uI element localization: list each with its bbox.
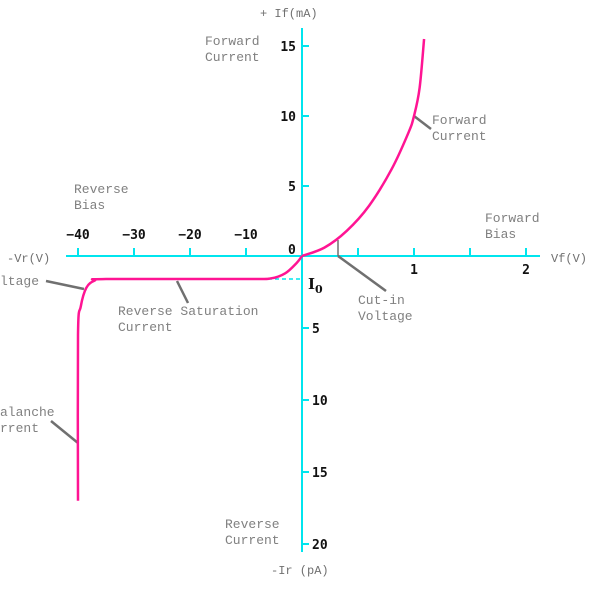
x-positive-label: Vf(V) [551, 252, 587, 266]
y-negative-label: -Ir (pA) [271, 564, 329, 578]
x-tick-label: −40 [66, 228, 90, 243]
reverse-curve [76, 255, 304, 501]
x-tick-label: −30 [122, 228, 146, 243]
breakdown-voltage-label: ltage [0, 274, 39, 289]
x-negative-label: -Vr(V) [7, 252, 50, 266]
i0-label: I0 [308, 275, 323, 296]
cutin-leader [337, 254, 387, 293]
y-tick-label: 10 [312, 394, 328, 409]
y-tick-label: 20 [312, 538, 328, 553]
y-tick-label: 15 [312, 466, 328, 481]
y-tick-label: 15 [280, 40, 296, 55]
x-tick-label: −10 [234, 228, 258, 243]
x-tick-label: 2 [522, 263, 530, 278]
saturation-leader [175, 280, 190, 304]
axes [66, 28, 540, 552]
origin-label: 0 [288, 243, 296, 258]
y-tick-label: 10 [280, 110, 296, 125]
y-tick-label: 5 [288, 180, 296, 195]
y-positive-label: + If(mA) [260, 7, 318, 21]
y-tick-label: 5 [312, 322, 320, 337]
x-tick-label: −20 [178, 228, 202, 243]
x-tick-label: 1 [410, 263, 418, 278]
forward-curve-leader [413, 115, 432, 130]
avalanche-leader [50, 420, 79, 444]
ticks: 1 2 −40 −30 −20 −10 5 10 15 5 10 15 20 [66, 40, 530, 553]
forward-curve [301, 38, 426, 258]
breakdown-leader [45, 279, 85, 291]
